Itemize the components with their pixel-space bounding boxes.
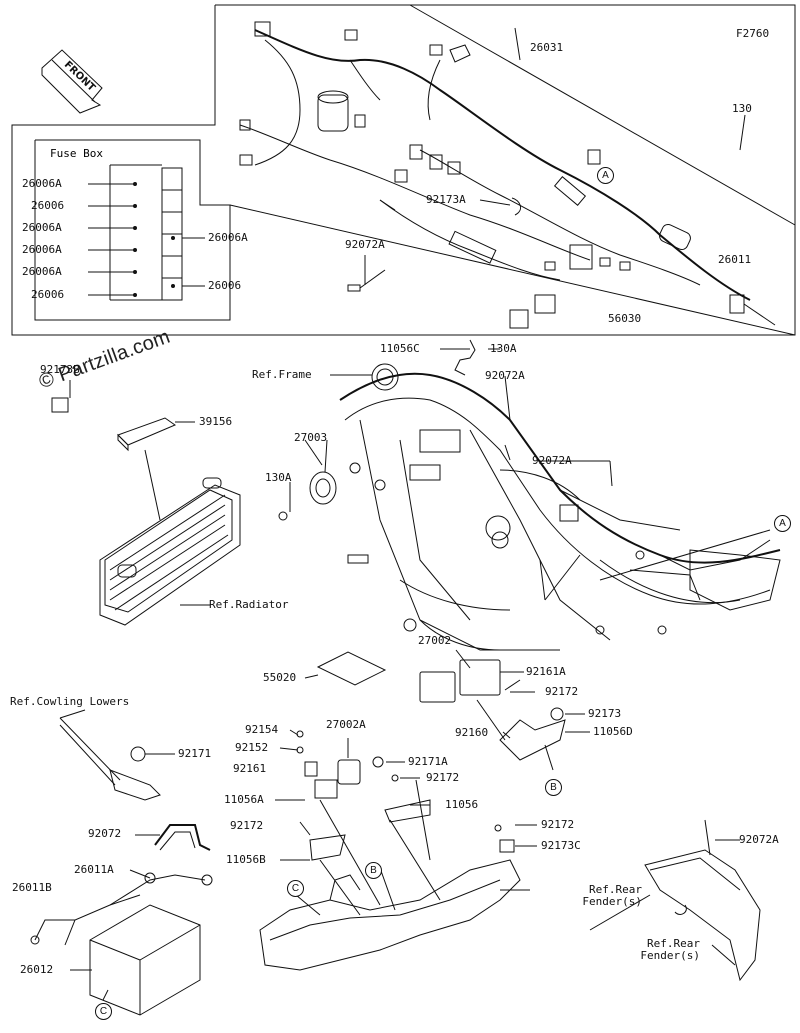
fuse-label-left-6: 26006: [31, 288, 65, 301]
reference-circle-c-fender[interactable]: C: [287, 880, 304, 897]
front-arrow-shape: [41, 49, 103, 114]
fuse-label-right-2: 26006: [208, 279, 242, 292]
part-callout-11056b[interactable]: 11056B: [226, 853, 266, 866]
part-callout-27002[interactable]: 27002: [418, 634, 452, 647]
part-callout-26011a[interactable]: 26011A: [74, 863, 114, 876]
part-callout-92161[interactable]: 92161: [233, 762, 267, 775]
part-callout-26011[interactable]: 26011: [718, 253, 752, 266]
fuse-label-left-2: 26006: [31, 199, 65, 212]
part-callout-11056c[interactable]: 11056C: [380, 342, 420, 355]
part-callout-92173c[interactable]: 92173C: [541, 839, 581, 852]
harness-box-outline: [11, 4, 796, 336]
reference-circle-b-bottom[interactable]: B: [365, 862, 382, 879]
fuse-label-left-4: 26006A: [22, 243, 62, 256]
part-callout-92072a-frame-2[interactable]: 92072A: [532, 454, 572, 467]
part-callout-92072[interactable]: 92072: [88, 827, 122, 840]
part-callout-11056a[interactable]: 11056A: [224, 793, 264, 806]
part-callout-92072a-rear[interactable]: 92072A: [739, 833, 779, 846]
rear-fender-2-shape: [644, 849, 761, 982]
front-arrow-text: FRONT: [62, 59, 97, 94]
part-callout-92171a[interactable]: 92171A: [408, 755, 448, 768]
part-callout-11056d[interactable]: 11056D: [593, 725, 633, 738]
part-callout-27003[interactable]: 27003: [294, 431, 328, 444]
part-callout-39156[interactable]: 39156: [199, 415, 233, 428]
fuse-label-left-5: 26006A: [22, 265, 62, 278]
part-callout-92161a[interactable]: 92161A: [526, 665, 566, 678]
part-callout-55020[interactable]: 55020: [263, 671, 297, 684]
fuse-label-left-1: 26006A: [22, 177, 62, 190]
part-callout-26031[interactable]: 26031: [530, 41, 564, 54]
part-callout-92173[interactable]: 92173: [588, 707, 622, 720]
ref-rear-fender-label-1[interactable]: Ref.Rear Fender(s): [582, 883, 642, 908]
part-callout-56030[interactable]: 56030: [608, 312, 642, 325]
ref-cowling-lowers-label[interactable]: Ref.Cowling Lowers: [10, 695, 130, 708]
battery-shape: [89, 904, 201, 1016]
part-callout-92172-d[interactable]: 92172: [541, 818, 575, 831]
radiator-shape: [99, 484, 241, 626]
part-callout-92152[interactable]: 92152: [235, 741, 269, 754]
fuse-label-right-1: 26006A: [208, 231, 248, 244]
part-callout-130a-left[interactable]: 130A: [265, 471, 292, 484]
part-callout-92173b[interactable]: 92173B: [40, 363, 80, 376]
part-callout-92172-a[interactable]: 92172: [545, 685, 579, 698]
ref-rear-fender-label-2[interactable]: Ref.Rear Fender(s): [640, 937, 700, 962]
fuse-box-outline: [34, 139, 231, 321]
ref-radiator-label[interactable]: Ref.Radiator: [209, 598, 289, 611]
part-callout-130a-top[interactable]: 130A: [490, 342, 517, 355]
fuse-label-left-3: 26006A: [22, 221, 62, 234]
part-callout-92172-c[interactable]: 92172: [230, 819, 264, 832]
reference-circle-c-battery[interactable]: C: [95, 1003, 112, 1020]
part-callout-92173a[interactable]: 92173A: [426, 193, 466, 206]
part-callout-92160[interactable]: 92160: [455, 726, 489, 739]
part-callout-11056[interactable]: 11056: [445, 798, 479, 811]
part-callout-92072a-frame-1[interactable]: 92072A: [485, 369, 525, 382]
reference-circle-a-frame[interactable]: A: [774, 515, 791, 532]
part-callout-26011b[interactable]: 26011B: [12, 881, 52, 894]
part-callout-26012[interactable]: 26012: [20, 963, 54, 976]
figure-code: F2760: [736, 27, 770, 40]
part-callout-130[interactable]: 130: [732, 102, 752, 115]
rear-fender-shape: [259, 859, 521, 971]
reference-circle-b-right[interactable]: B: [545, 779, 562, 796]
ref-frame-label[interactable]: Ref.Frame: [252, 368, 312, 381]
fuse-box-title: Fuse Box: [50, 147, 103, 160]
part-callout-92154[interactable]: 92154: [245, 723, 279, 736]
part-callout-92072a-harness[interactable]: 92072A: [345, 238, 385, 251]
part-callout-27002a[interactable]: 27002A: [326, 718, 366, 731]
reference-circle-a-harness[interactable]: A: [597, 167, 614, 184]
part-callout-92172-b[interactable]: 92172: [426, 771, 460, 784]
part-callout-92171[interactable]: 92171: [178, 747, 212, 760]
